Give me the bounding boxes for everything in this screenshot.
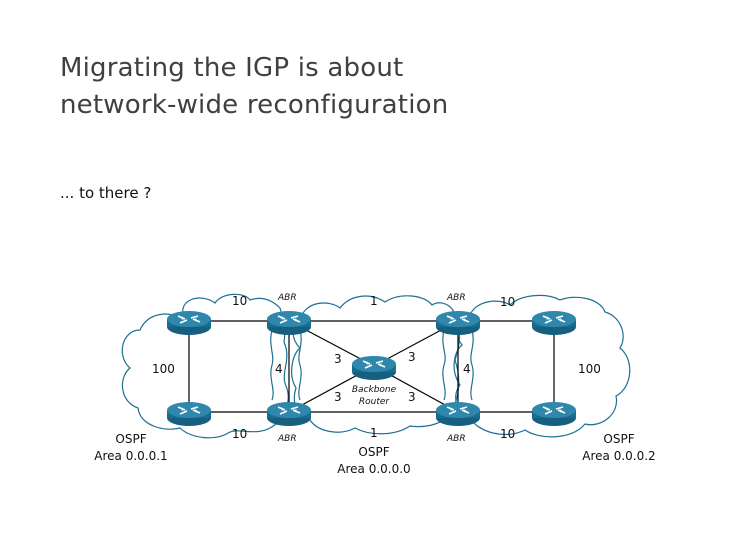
label-abr-top-left: ABR — [277, 293, 297, 303]
weight-r1-r2: 100 — [152, 362, 175, 376]
cloud-abr-left — [270, 329, 302, 401]
label-abr-top-right: ABR — [446, 293, 466, 303]
weight-abr-br-r4: 10 — [500, 427, 515, 441]
weight-abr-tr-backbone: 3 — [408, 350, 416, 364]
router-icon-abr-bottom-right — [435, 401, 481, 427]
label-backbone-line-2: Router — [359, 397, 391, 407]
router-icon-area2-bottom — [531, 401, 577, 427]
area-2-protocol: OSPF — [603, 432, 634, 446]
router-icon-abr-top-left — [266, 310, 312, 336]
weight-abr-bl-abr-br: 1 — [370, 426, 378, 440]
weight-abr-bl-backbone: 3 — [334, 390, 342, 404]
weight-abr-tr-abr-br: 4 — [463, 362, 471, 376]
cloud-abr-right — [442, 329, 474, 401]
router-icon-area1-bottom — [166, 401, 212, 427]
weight-r2-abr-bl: 10 — [232, 427, 247, 441]
router-icon-abr-bottom-left — [266, 401, 312, 427]
cloud-area-1 — [121, 293, 289, 439]
weight-abr-tl-abr-tr: 1 — [370, 294, 378, 308]
router-labels: ABR ABR ABR ABR Backbone Router — [277, 293, 466, 444]
weight-abr-tl-abr-bl: 4 — [275, 362, 283, 376]
router-icon-backbone — [351, 355, 397, 381]
area-labels: OSPF Area 0.0.0.1 OSPF Area 0.0.0.0 OSPF… — [94, 432, 655, 476]
label-backbone-line-1: Backbone — [352, 385, 397, 395]
area-0-id: Area 0.0.0.0 — [337, 462, 410, 476]
weight-abr-br-backbone: 3 — [408, 390, 416, 404]
area-0-protocol: OSPF — [358, 445, 389, 459]
weight-abr-tl-backbone: 3 — [334, 352, 342, 366]
area-1-id: Area 0.0.0.1 — [94, 449, 167, 463]
weight-r1-abr-tl: 10 — [232, 294, 247, 308]
router-icon-area2-top — [531, 310, 577, 336]
area-clouds — [121, 293, 631, 439]
router-icon-area1-top — [166, 310, 212, 336]
slide-title: Migrating the IGP is about network-wide … — [60, 50, 448, 124]
title-line-2: network-wide reconfiguration — [60, 90, 449, 120]
weight-abr-tr-r3: 10 — [500, 295, 515, 309]
router-icon-abr-top-right — [435, 310, 481, 336]
title-line-1: Migrating the IGP is about — [60, 53, 404, 83]
label-abr-bottom-right: ABR — [446, 434, 466, 444]
area-1-protocol: OSPF — [115, 432, 146, 446]
cloud-area-2 — [453, 294, 631, 438]
area-2-id: Area 0.0.0.2 — [582, 449, 655, 463]
weight-labels: 10 10 100 4 1 1 3 3 3 3 4 10 10 100 — [152, 294, 601, 441]
weight-r3-r4: 100 — [578, 362, 601, 376]
label-abr-bottom-left: ABR — [277, 434, 297, 444]
slide-subtitle: ... to there ? — [60, 184, 152, 202]
